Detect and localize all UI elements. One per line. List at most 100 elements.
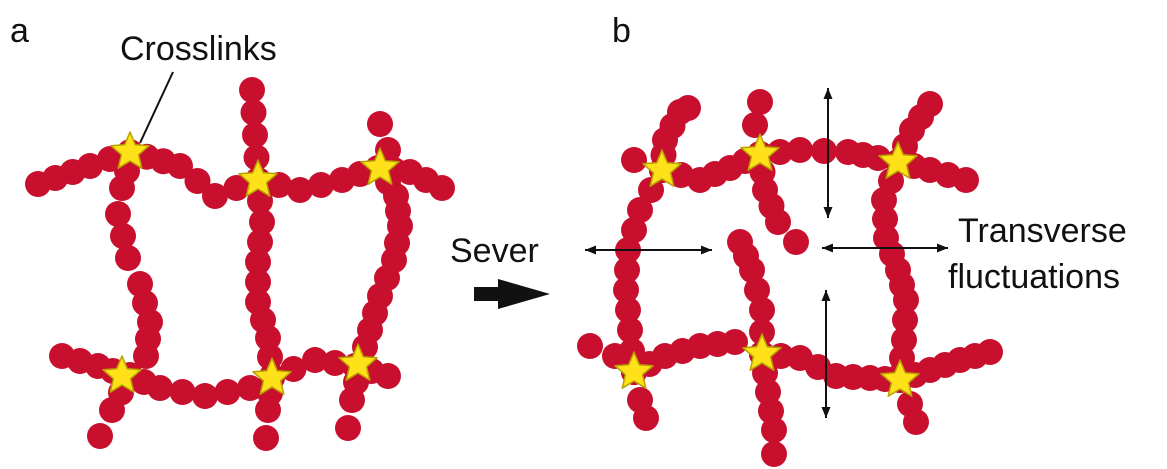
- filament-bead: [742, 112, 768, 138]
- fluctuations-label: fluctuations: [948, 258, 1120, 296]
- filament-bead: [147, 375, 173, 401]
- filament-bead: [953, 167, 979, 193]
- filament-bead: [429, 175, 455, 201]
- fluctuation-arrows: [585, 88, 948, 418]
- filament-bead: [115, 245, 141, 271]
- filament-bead: [787, 137, 813, 163]
- panel-a-crosslinks: [102, 131, 400, 395]
- filament-bead: [239, 77, 265, 103]
- crosslink-star-icon: [238, 159, 278, 197]
- filament-bead: [761, 417, 787, 443]
- filament-bead: [811, 138, 837, 164]
- filament-bead: [243, 144, 270, 171]
- crosslink-star-icon: [110, 131, 150, 169]
- filament-bead: [214, 379, 241, 405]
- filament-bead: [105, 201, 131, 227]
- filament-bead: [110, 223, 136, 249]
- filament-bead: [871, 187, 897, 213]
- double-arrow-icon: [701, 245, 712, 255]
- filament-bead: [621, 217, 647, 243]
- double-arrow-icon: [822, 243, 833, 253]
- filament-bead: [903, 409, 929, 435]
- filament-bead: [633, 405, 659, 431]
- transverse-label: Transverse: [958, 212, 1127, 250]
- filament-bead: [375, 363, 401, 389]
- filament-bead: [255, 325, 281, 351]
- double-arrow-icon: [585, 245, 596, 255]
- filament-bead: [892, 307, 918, 333]
- crosslink-star-icon: [614, 351, 654, 389]
- double-arrow-icon: [937, 243, 948, 253]
- panel-b-filaments: [577, 89, 1003, 467]
- filament-bead: [747, 89, 773, 115]
- filament-bead: [865, 145, 891, 171]
- filament-bead: [917, 91, 943, 117]
- filament-bead: [237, 375, 263, 401]
- filament-bead: [302, 347, 328, 373]
- double-arrow-icon: [821, 290, 831, 301]
- crosslink-star-icon: [642, 149, 682, 187]
- filament-bead: [223, 175, 250, 201]
- panel-a-label: a: [10, 12, 29, 50]
- filament-bead: [87, 423, 113, 449]
- filament-bead: [765, 209, 791, 235]
- filament-bead: [249, 209, 275, 235]
- crosslinks-label: Crosslinks: [120, 30, 277, 68]
- filament-bead: [169, 379, 196, 405]
- crosslink-star-icon: [880, 359, 920, 397]
- filament-bead: [133, 343, 159, 369]
- filament-bead: [255, 397, 281, 423]
- filament-bead: [744, 277, 770, 303]
- filament-bead: [184, 168, 211, 194]
- filament-bead: [577, 333, 603, 359]
- sever-arrow-icon: [474, 279, 550, 309]
- double-arrow-icon: [821, 407, 831, 418]
- filament-bead: [767, 139, 793, 165]
- filament-bead: [722, 329, 748, 355]
- filament-bead: [77, 153, 103, 179]
- filament-bead: [253, 425, 279, 451]
- filament-bead: [247, 229, 273, 255]
- filament-bead: [761, 441, 787, 467]
- filament-bead: [749, 319, 775, 345]
- crosslink-star-icon: [360, 147, 400, 185]
- panel-b-label: b: [612, 12, 631, 50]
- filament-bead: [783, 229, 809, 255]
- crosslink-star-icon: [338, 343, 378, 381]
- filament-bead: [613, 277, 639, 303]
- filament-bead: [615, 297, 641, 323]
- crosslink-star-icon: [252, 357, 292, 395]
- crosslink-star-icon: [878, 141, 918, 179]
- double-arrow-icon: [823, 88, 833, 99]
- filament-bead: [192, 383, 218, 409]
- filament-bead: [621, 147, 647, 173]
- double-arrow-icon: [823, 207, 833, 218]
- filament-bead: [339, 387, 365, 413]
- filament-bead: [242, 122, 268, 148]
- filament-bead: [602, 343, 628, 369]
- panel-b-crosslinks: [614, 133, 920, 397]
- sever-label: Sever: [450, 232, 539, 270]
- filament-bead: [202, 183, 228, 209]
- filament-bead: [739, 257, 765, 283]
- filament-bead: [245, 249, 271, 275]
- filament-bead: [322, 350, 348, 376]
- filament-bead: [872, 206, 898, 232]
- filament-bead: [893, 287, 919, 313]
- filament-bead: [627, 197, 653, 223]
- filament-bead: [109, 175, 135, 201]
- filament-bead: [614, 257, 640, 283]
- crosslink-star-icon: [740, 133, 780, 171]
- filament-bead: [167, 153, 193, 179]
- filament-bead: [638, 177, 664, 203]
- filament-bead: [257, 344, 283, 370]
- filament-bead: [675, 95, 701, 121]
- crosslinks-pointer-line: [139, 71, 174, 144]
- filament-bead: [749, 297, 775, 323]
- crosslink-star-icon: [742, 333, 782, 371]
- filament-bead: [245, 269, 271, 295]
- filament-bead: [977, 339, 1003, 365]
- panel-b-network: [577, 89, 1003, 467]
